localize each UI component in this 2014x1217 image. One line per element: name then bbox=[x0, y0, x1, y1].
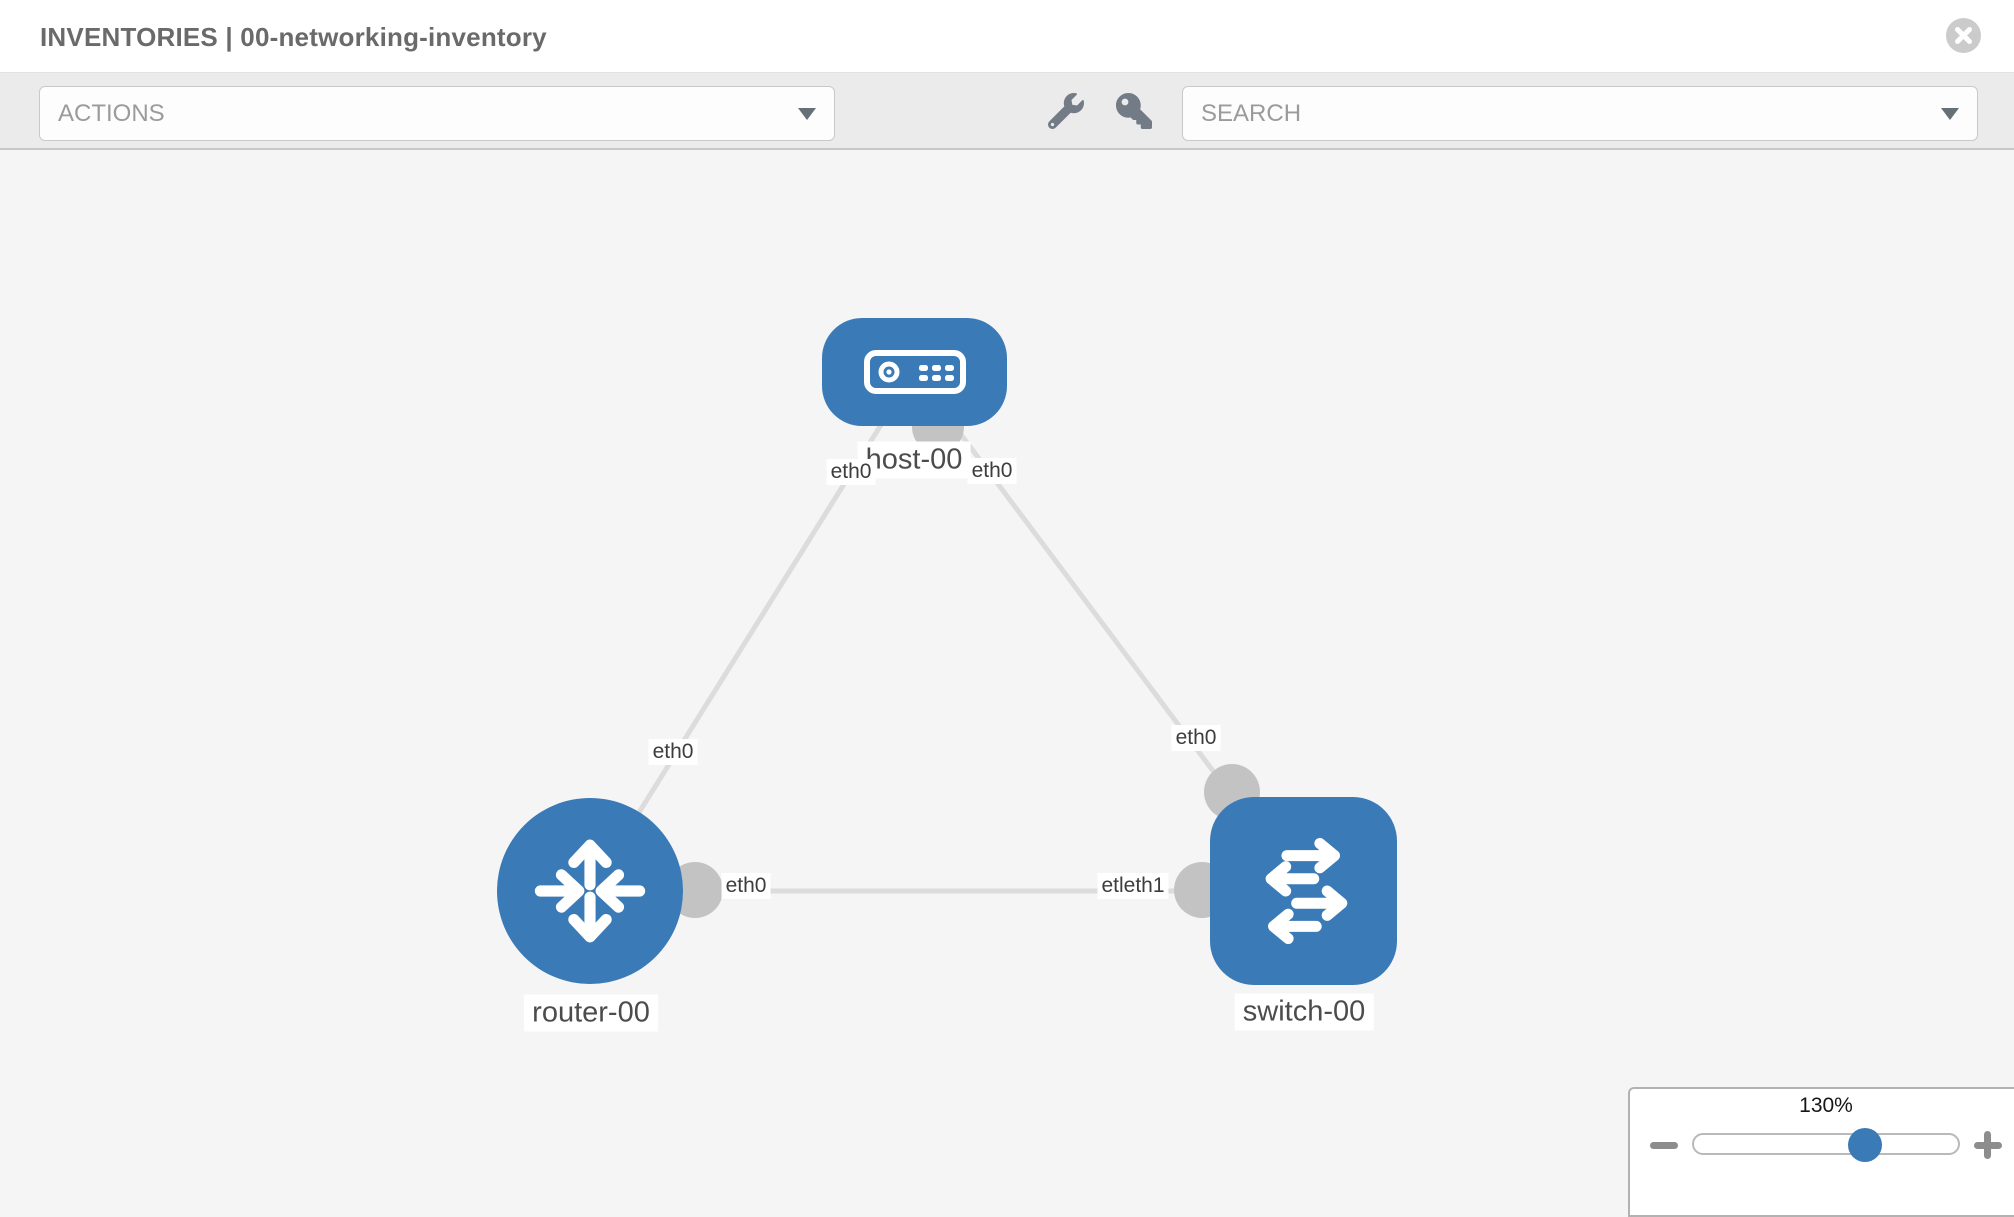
zoom-level-value: 130% bbox=[1799, 1094, 1853, 1117]
node-label-host: host-00 bbox=[857, 441, 971, 479]
zoom-in-button[interactable] bbox=[1968, 1125, 2008, 1165]
close-button[interactable] bbox=[1946, 18, 1981, 53]
node-label-switch: switch-00 bbox=[1234, 993, 1374, 1031]
iface-label-router-to-switch: eth0 bbox=[721, 873, 771, 899]
actions-dropdown[interactable]: ACTIONS bbox=[39, 86, 835, 141]
host-icon bbox=[863, 348, 967, 396]
switch-icon bbox=[1243, 830, 1365, 952]
zoom-slider-handle[interactable] bbox=[1848, 1128, 1882, 1162]
credentials-button[interactable] bbox=[1112, 90, 1156, 134]
node-router-00[interactable] bbox=[497, 798, 683, 984]
topology-canvas[interactable]: host-00 router-00 switch-00 eth0 eth0 et… bbox=[0, 150, 2014, 1200]
iface-label-switch-to-router: etleth1 bbox=[1097, 873, 1169, 899]
header: INVENTORIES | 00-networking-inventory bbox=[0, 0, 2014, 73]
search-dropdown[interactable]: SEARCH bbox=[1182, 86, 1978, 141]
chevron-down-icon bbox=[798, 107, 816, 120]
router-icon bbox=[528, 829, 652, 953]
key-icon bbox=[1116, 92, 1152, 132]
iface-label-host-to-switch: eth0 bbox=[967, 458, 1017, 484]
wrench-icon bbox=[1047, 92, 1084, 132]
node-label-router: router-00 bbox=[524, 994, 658, 1032]
node-host-00[interactable] bbox=[822, 318, 1007, 426]
switch-icon-node[interactable] bbox=[1210, 797, 1397, 985]
zoom-out-button[interactable] bbox=[1644, 1125, 1684, 1165]
topology-links bbox=[587, 370, 1306, 894]
iface-label-router-to-host: eth0 bbox=[648, 739, 698, 765]
actions-dropdown-label: ACTIONS bbox=[58, 99, 165, 127]
zoom-widget: 130% bbox=[1628, 1087, 2014, 1217]
iface-label-switch-to-host: eth0 bbox=[1171, 725, 1221, 751]
toolbar: ACTIONS SEARCH bbox=[0, 73, 2014, 150]
iface-label-host-to-router: eth0 bbox=[826, 459, 876, 485]
configure-button[interactable] bbox=[1044, 90, 1088, 134]
search-placeholder: SEARCH bbox=[1201, 99, 1302, 127]
minus-icon bbox=[1650, 1142, 1678, 1149]
page-title: INVENTORIES | 00-networking-inventory bbox=[40, 22, 547, 52]
chevron-down-icon bbox=[1941, 107, 1959, 120]
close-icon bbox=[1946, 18, 1981, 53]
zoom-slider-track[interactable] bbox=[1692, 1133, 1960, 1155]
